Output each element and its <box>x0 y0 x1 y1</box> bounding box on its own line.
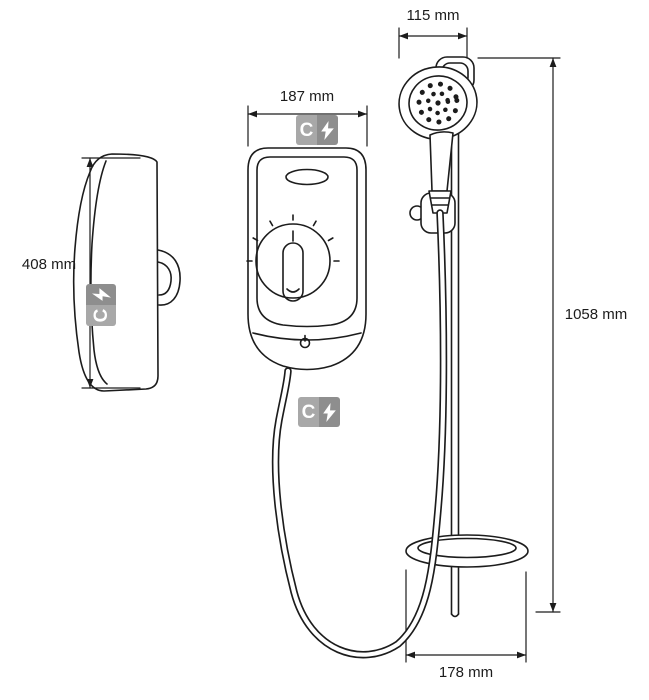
dimension-label-head-width: 115 mm <box>406 7 460 24</box>
dimension-label-unit-width: 187 mm <box>279 88 335 105</box>
lightning-bolt-icon <box>319 397 340 427</box>
control-knob <box>246 214 340 302</box>
dimension-unit-height <box>81 157 141 389</box>
handset-handle <box>429 131 454 192</box>
lightning-bolt-icon <box>86 284 116 305</box>
badge-letter: C <box>296 115 317 145</box>
dimension-rail-height <box>477 57 561 613</box>
power-icon <box>299 334 311 349</box>
handset-drawing <box>398 66 478 214</box>
dimension-label-shelf-width: 178 mm <box>438 664 494 681</box>
dimension-label-unit-height: 408 mm <box>21 256 77 273</box>
dimension-shelf-width <box>405 569 527 663</box>
logo-oval <box>285 168 329 186</box>
dimension-lines <box>81 27 561 663</box>
dimension-unit-width <box>247 105 368 147</box>
c-electric-badge-bottom: C <box>298 397 340 427</box>
c-electric-badge-top: C <box>296 115 338 145</box>
hose-drawing <box>271 209 448 659</box>
soap-dish <box>405 534 529 568</box>
badge-letter: C <box>298 397 319 427</box>
fascia-seam <box>252 332 362 341</box>
dimension-head-width <box>398 27 468 59</box>
riser-rail-drawing <box>405 56 529 618</box>
lightning-bolt-icon <box>317 115 338 145</box>
c-electric-badge-side: C <box>86 284 116 326</box>
badge-letter: C <box>86 305 116 326</box>
front-view-drawing <box>246 147 367 371</box>
dimension-label-rail-height: 1058 mm <box>564 306 628 323</box>
